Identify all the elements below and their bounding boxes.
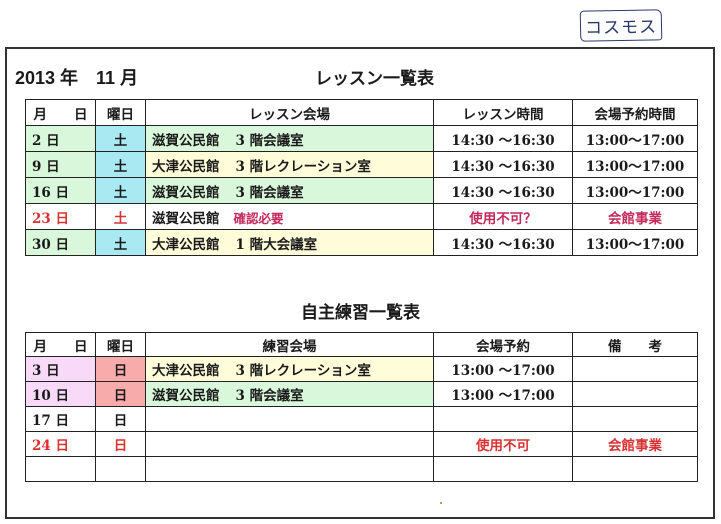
date-cell: 3 日 [25, 356, 96, 382]
venue-cell: 滋賀公民館確認必要 [145, 203, 434, 230]
time-cell: 使用不可？ [433, 203, 573, 230]
reservation-cell [433, 456, 573, 482]
col-header-remarks: 備 考 [572, 332, 698, 357]
dow-cell: 土 [95, 177, 146, 204]
scan-speck [440, 502, 442, 504]
room-name: 3 階会議室 [235, 388, 304, 404]
confirmation-needed-note: 確認必要 [233, 210, 284, 226]
time-cell: 14:30 〜16:30 [433, 229, 573, 256]
date-cell: 17 日 [25, 406, 96, 432]
date-cell: 23 日 [25, 203, 96, 230]
date-cell: 16 日 [25, 177, 96, 204]
lesson-table: 月 日 曜日 レッスン会場 レッスン時間 会場予約時間 2 日 土 滋賀公民館 3… [25, 99, 698, 256]
remarks-cell: 会館事業 [572, 431, 698, 457]
col-header-dow: 曜日 [95, 99, 146, 126]
col-header-time: レッスン時間 [433, 99, 573, 126]
date-cell: 30 日 [25, 229, 96, 256]
date-cell [25, 456, 96, 482]
dow-cell: 日 [95, 381, 146, 407]
venue-cell: 滋賀公民館 3 階会議室 [145, 381, 434, 407]
venue-name: 滋賀公民館 [152, 388, 220, 404]
date-cell: 2 日 [25, 125, 96, 152]
col-header-dow: 曜日 [95, 332, 146, 357]
handwritten-tag: コスモス [579, 9, 663, 42]
date-cell: 24 日 [25, 431, 96, 457]
remarks-cell [572, 456, 698, 482]
reservation-cell: 会館事業 [572, 203, 698, 230]
month-title: 2013 年 11 月 [15, 68, 139, 88]
venue-cell: 滋賀公民館 3 階会議室 [145, 125, 434, 152]
table-row-unavailable: 23 日 土 滋賀公民館確認必要 使用不可？ 会館事業 [25, 203, 698, 230]
table-row: 9 日 土 大津公民館 3 階レクレーション室 14:30 〜16:30 13:0… [25, 151, 698, 178]
venue-cell: 滋賀公民館 3 階会議室 [145, 177, 434, 204]
room-name: 1 階大会議室 [235, 236, 318, 253]
reservation-cell: 13:00〜17:00 [572, 151, 698, 178]
remarks-cell [572, 381, 698, 407]
table-header-row: 月 日 曜日 レッスン会場 レッスン時間 会場予約時間 [25, 99, 698, 126]
practice-section-title: 自主練習一覧表 [301, 303, 420, 323]
table-row-unavailable: 24 日 日 使用不可 会館事業 [25, 431, 698, 457]
venue-name: 滋賀公民館 [152, 132, 220, 149]
dow-cell: 土 [95, 203, 146, 230]
venue-cell: 大津公民館 3 階レクレーション室 [145, 151, 434, 178]
dow-cell: 日 [95, 356, 146, 382]
reservation-cell: 使用不可 [433, 431, 573, 457]
venue-name: 滋賀公民館 [152, 210, 220, 227]
date-cell: 10 日 [25, 381, 96, 407]
time-cell: 14:30 〜16:30 [433, 177, 573, 204]
document-frame [5, 47, 715, 519]
table-row-empty [25, 456, 698, 482]
date-cell: 9 日 [25, 151, 96, 178]
venue-cell: 大津公民館 1 階大会議室 [145, 229, 434, 256]
time-cell: 14:30 〜16:30 [433, 151, 573, 178]
header: 2013 年 11 月 レッスン一覧表 [15, 64, 695, 89]
venue-name: 滋賀公民館 [152, 184, 220, 201]
venue-cell [145, 456, 434, 482]
venue-cell [145, 406, 434, 432]
table-row: 10 日 日 滋賀公民館 3 階会議室 13:00 〜17:00 [25, 381, 698, 407]
table-row: 16 日 土 滋賀公民館 3 階会議室 14:30 〜16:30 13:00〜17… [25, 177, 698, 204]
table-row: 30 日 土 大津公民館 1 階大会議室 14:30 〜16:30 13:00〜1… [25, 229, 698, 256]
dow-cell: 日 [95, 431, 146, 457]
table-row: 3 日 日 大津公民館 3 階レクレーション室 13:00 〜17:00 [25, 356, 698, 382]
reservation-cell: 13:00 〜17:00 [433, 356, 573, 382]
table-row: 2 日 土 滋賀公民館 3 階会議室 14:30 〜16:30 13:00〜17:… [25, 125, 698, 152]
dow-cell: 土 [95, 151, 146, 178]
venue-cell [145, 431, 434, 457]
dow-cell: 土 [95, 125, 146, 152]
practice-table: 月 日 曜日 練習会場 会場予約 備 考 3 日 日 大津公民館 3 階レクレーシ… [25, 332, 698, 482]
page-title: レッスン一覧表 [315, 69, 434, 89]
reservation-cell [433, 406, 573, 432]
remarks-cell [572, 406, 698, 432]
col-header-date: 月 日 [25, 99, 96, 126]
col-header-date: 月 日 [25, 332, 96, 357]
dow-cell: 日 [95, 406, 146, 432]
reservation-cell: 13:00〜17:00 [572, 229, 698, 256]
dow-cell [95, 456, 146, 482]
room-name: 3 階レクレーション室 [235, 158, 371, 175]
room-name: 3 階レクレーション室 [235, 363, 371, 379]
venue-name: 大津公民館 [152, 236, 220, 253]
venue-name: 大津公民館 [152, 363, 220, 379]
room-name: 3 階会議室 [235, 184, 304, 201]
col-header-venue: レッスン会場 [145, 99, 434, 126]
table-header-row: 月 日 曜日 練習会場 会場予約 備 考 [25, 332, 698, 357]
dow-cell: 土 [95, 229, 146, 256]
reservation-cell: 13:00〜17:00 [572, 125, 698, 152]
col-header-reservation: 会場予約 [433, 332, 573, 357]
room-name: 3 階会議室 [235, 132, 304, 149]
reservation-cell: 13:00〜17:00 [572, 177, 698, 204]
table-row: 17 日 日 [25, 406, 698, 432]
col-header-reservation: 会場予約時間 [572, 99, 698, 126]
reservation-cell: 13:00 〜17:00 [433, 381, 573, 407]
time-cell: 14:30 〜16:30 [433, 125, 573, 152]
col-header-venue: 練習会場 [145, 332, 434, 357]
venue-cell: 大津公民館 3 階レクレーション室 [145, 356, 434, 382]
remarks-cell [572, 356, 698, 382]
venue-name: 大津公民館 [152, 158, 220, 175]
